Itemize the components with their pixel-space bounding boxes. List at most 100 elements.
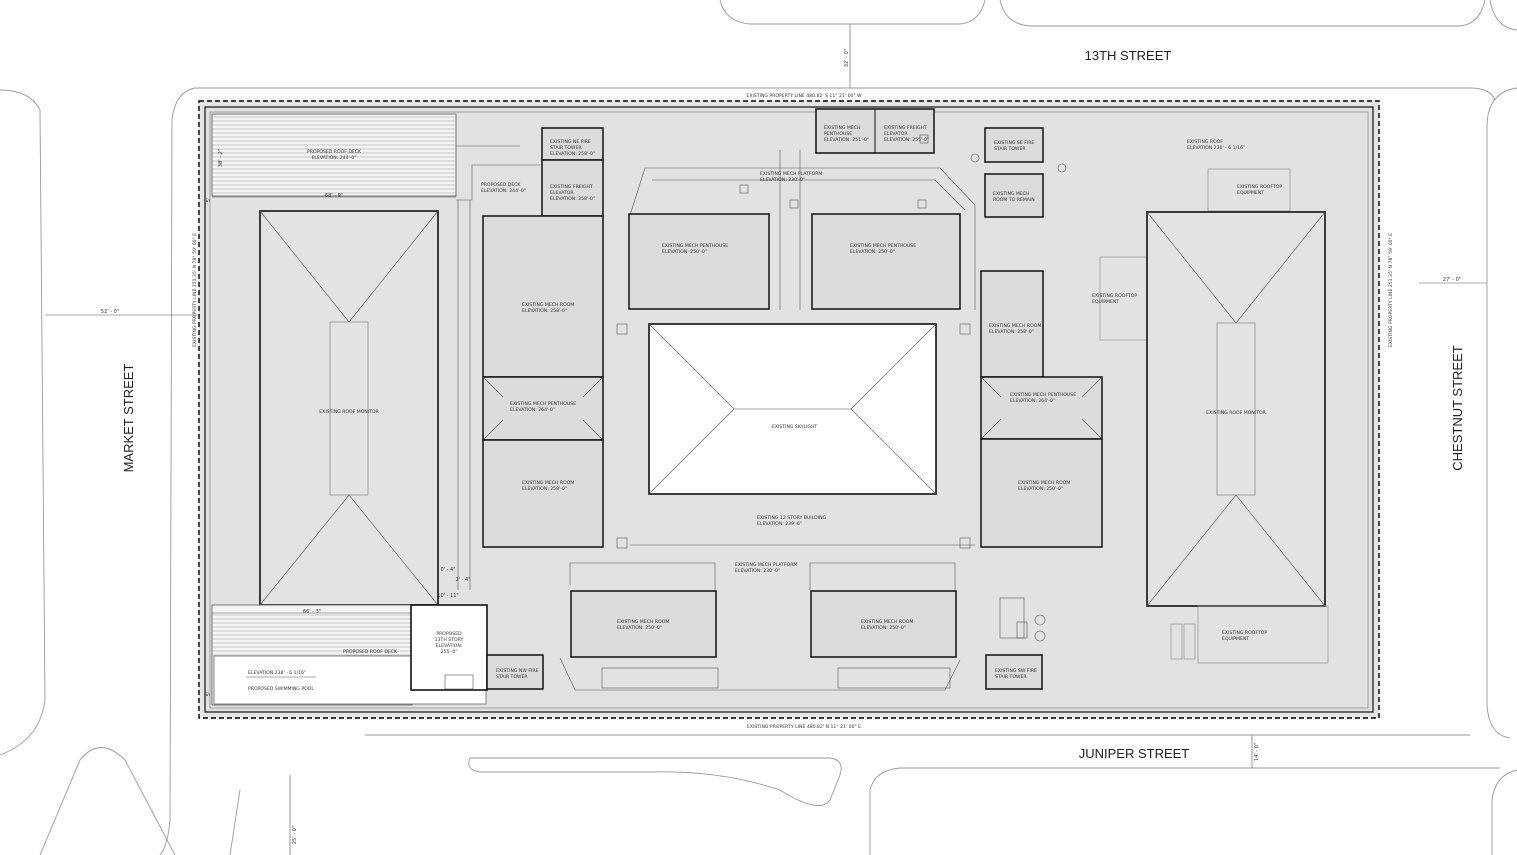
existing-freight-elevator-nw: EXISTING FREIGHT ELEVATOR ELEVATION: 258… (541, 159, 604, 217)
svg-text:EXISTING MECH: EXISTING MECH (993, 191, 1029, 197)
svg-text:EXISTING 12 STORY BUILDING: EXISTING 12 STORY BUILDING (757, 515, 827, 521)
svg-text:EXISTING SKYLIGHT: EXISTING SKYLIGHT (772, 424, 817, 430)
existing-mech-room-e1: EXISTING MECH ROOM ELEVATION: 258'-0" (980, 270, 1044, 378)
svg-text:ELEVATION:: ELEVATION: (436, 643, 463, 649)
svg-text:10' - 11": 10' - 11" (437, 593, 458, 599)
svg-text:EQUIPMENT: EQUIPMENT (1237, 190, 1264, 196)
misc-dimensions: 0' - 4" 2' - 4" 10' - 11" 38' - 2" 5' 5' (206, 149, 471, 696)
svg-text:PENTHOUSE: PENTHOUSE (824, 131, 852, 137)
svg-text:PROPOSED ROOF DECK: PROPOSED ROOF DECK (343, 649, 398, 655)
svg-text:25' - 0": 25' - 0" (292, 826, 298, 844)
svg-text:EXISTING ROOFTOP: EXISTING ROOFTOP (1092, 293, 1137, 299)
property-line-west: EXISTING PROPERTY LINE 251.35' N 78° 59'… (192, 233, 198, 347)
svg-text:ELEVATION: 264'-0": ELEVATION: 264'-0" (1010, 398, 1055, 404)
street-juniper: JUNIPER STREET (1079, 746, 1190, 761)
existing-se-fire-stair-tower: EXISTING SE FIRE STAIR TOWER (984, 127, 1044, 163)
svg-text:EXISTING SW FIRE: EXISTING SW FIRE (995, 668, 1037, 674)
svg-text:ELEVATION: 250'-0": ELEVATION: 250'-0" (861, 625, 906, 631)
existing-mech-penthouse-n1: EXISTING MECH PENTHOUSE ELEVATION: 250'-… (628, 213, 770, 310)
street-dimensions: 52' - 0" 27' - 0" 32' - 0" 14' - 0" 25' … (45, 24, 1487, 855)
svg-text:ELEVATION: 258'-0": ELEVATION: 258'-0" (550, 151, 595, 157)
existing-12-story-building: EXISTING 12 STORY BUILDING ELEVATION: 23… (630, 515, 975, 546)
property-line-south: EXISTING PROPERTY LINE 480.82' N 11° 21'… (747, 724, 861, 730)
svg-text:ELEVATION: 230'-0": ELEVATION: 230'-0" (760, 177, 805, 183)
svg-text:5': 5' (206, 692, 212, 697)
existing-skylight: EXISTING SKYLIGHT (648, 323, 937, 495)
existing-sw-fire-stair-tower: EXISTING SW FIRE STAIR TOWER (985, 654, 1043, 690)
svg-text:ELEVATION: 258'-0": ELEVATION: 258'-0" (522, 308, 567, 314)
existing-mech-platform-south: EXISTING MECH PLATFORM ELEVATION: 230'-0… (559, 562, 961, 691)
street-chestnut: CHESTNUT STREET (1450, 345, 1465, 470)
existing-mech-room-s1: EXISTING MECH ROOM ELEVATION: 250'-0" (570, 590, 717, 658)
svg-text:STAIR TOWER: STAIR TOWER (994, 146, 1026, 152)
svg-text:5': 5' (206, 198, 212, 203)
property-line-north: EXISTING PROPERTY LINE 480.82' S 11° 21'… (746, 93, 862, 99)
existing-mech-platform-north: EXISTING MECH PLATFORM ELEVATION: 230'-0… (629, 150, 976, 310)
svg-text:EXISTING MECH ROOM: EXISTING MECH ROOM (861, 619, 913, 625)
svg-text:ELEVATION: 250'-0": ELEVATION: 250'-0" (617, 625, 662, 631)
svg-text:STAIR TOWER: STAIR TOWER (550, 145, 582, 151)
existing-mech-penthouse-n2: EXISTING MECH PENTHOUSE ELEVATION: 250'-… (811, 213, 961, 310)
svg-text:27' - 0": 27' - 0" (1443, 277, 1461, 283)
svg-text:255'-0": 255'-0" (441, 649, 458, 655)
existing-mech-penthouse-top: EXISTING MECH PENTHOUSE ELEVATION: 251'-… (815, 108, 935, 154)
svg-text:32' - 0": 32' - 0" (844, 49, 850, 67)
existing-rooftop-equipment-3: EXISTING ROOFTOP EQUIPMENT (1170, 605, 1329, 664)
svg-text:EXISTING MECH: EXISTING MECH (824, 125, 860, 131)
svg-text:EXISTING MECH ROOM: EXISTING MECH ROOM (989, 323, 1041, 329)
existing-roof-monitor-east: EXISTING ROOF MONITOR (1146, 211, 1326, 607)
svg-text:14' - 0": 14' - 0" (1254, 743, 1260, 761)
existing-mech-penthouse-e: EXISTING MECH PENTHOUSE ELEVATION: 264'-… (980, 376, 1103, 440)
proposed-deck-path: PROPOSED DECK ELEVATION: 244'-0" (456, 164, 540, 590)
svg-text:EXISTING MECH PENTHOUSE: EXISTING MECH PENTHOUSE (1010, 392, 1076, 398)
svg-text:13TH STORY: 13TH STORY (435, 637, 464, 643)
svg-text:EXISTING MECH PENTHOUSE: EXISTING MECH PENTHOUSE (662, 243, 728, 249)
svg-text:ELEVATION 238' - 6 1/16": ELEVATION 238' - 6 1/16" (248, 670, 306, 676)
svg-text:EXISTING MECH ROOM: EXISTING MECH ROOM (522, 480, 574, 486)
svg-text:ELEVATION 230' - 6 1/16": ELEVATION 230' - 6 1/16" (1187, 145, 1245, 151)
existing-mech-room-e2: EXISTING MECH ROOM ELEVATION: 250'-0" (980, 438, 1103, 548)
svg-text:EXISTING MECH PLATFORM: EXISTING MECH PLATFORM (735, 562, 797, 568)
street-13th: 13TH STREET (1085, 48, 1172, 63)
existing-ne-fire-stair-tower: EXISTING NE FIRE STAIR TOWER ELEVATION: … (541, 127, 604, 161)
svg-text:EXISTING MECH ROOM: EXISTING MECH ROOM (1018, 480, 1070, 486)
svg-text:66' - 3": 66' - 3" (303, 609, 321, 615)
svg-text:2' - 4": 2' - 4" (455, 577, 470, 583)
svg-text:EXISTING MECH PENTHOUSE: EXISTING MECH PENTHOUSE (850, 243, 916, 249)
svg-text:EXISTING NE FIRE: EXISTING NE FIRE (550, 139, 591, 145)
svg-text:ELEVATION: 230'-0": ELEVATION: 230'-0" (735, 568, 780, 574)
svg-text:EXISTING FREIGHT: EXISTING FREIGHT (884, 125, 927, 131)
svg-text:ELEVATION: 258'-0": ELEVATION: 258'-0" (989, 329, 1034, 335)
svg-text:ROOM TO REMAIN: ROOM TO REMAIN (993, 197, 1035, 203)
svg-text:PROPOSED ROOF DECK: PROPOSED ROOF DECK (307, 149, 362, 155)
svg-text:EQUIPMENT: EQUIPMENT (1222, 636, 1249, 642)
property-line-east: EXISTING PROPERTY LINE 251.35' N 78° 59'… (1388, 233, 1394, 347)
svg-text:ELEVATION: 244'-0": ELEVATION: 244'-0" (481, 188, 526, 194)
svg-text:STAIR TOWER: STAIR TOWER (995, 674, 1027, 680)
svg-text:EXISTING MECH ROOM: EXISTING MECH ROOM (522, 302, 574, 308)
svg-text:EXISTING ROOFTOP: EXISTING ROOFTOP (1222, 630, 1267, 636)
svg-text:PROPOSED SWIMMING POOL: PROPOSED SWIMMING POOL (248, 686, 314, 692)
svg-text:EXISTING ROOF MONITOR: EXISTING ROOF MONITOR (319, 409, 379, 415)
svg-text:52' - 0": 52' - 0" (101, 309, 119, 315)
svg-text:ELEVATION: 251'-0": ELEVATION: 251'-0" (824, 137, 869, 143)
svg-text:PROPOSED: PROPOSED (436, 631, 462, 637)
existing-roof-label: EXISTING ROOF ELEVATION 230' - 6 1/16" (1187, 139, 1245, 151)
svg-text:EQUIPMENT: EQUIPMENT (1092, 299, 1119, 305)
proposed-13th-story: PROPOSED 13TH STORY ELEVATION: 255'-0" (410, 604, 488, 691)
svg-text:EXISTING MECH ROOM: EXISTING MECH ROOM (617, 619, 669, 625)
svg-text:ELEVATION: 244'-0": ELEVATION: 244'-0" (312, 155, 357, 161)
svg-text:ELEVATOR: ELEVATOR (884, 131, 908, 137)
svg-text:EXISTING ROOF MONITOR: EXISTING ROOF MONITOR (1206, 410, 1266, 416)
svg-text:ELEVATION: 255'-0": ELEVATION: 255'-0" (884, 137, 929, 143)
proposed-roof-deck-north: PROPOSED ROOF DECK ELEVATION: 244'-0" 68… (211, 113, 520, 199)
existing-mech-room-to-remain: EXISTING MECH ROOM TO REMAIN (984, 173, 1044, 218)
existing-freight-elevator-top: EXISTING FREIGHT ELEVATOR ELEVATION: 255… (884, 125, 929, 143)
svg-text:38' - 2": 38' - 2" (218, 149, 224, 167)
svg-text:68' - 9": 68' - 9" (325, 193, 343, 199)
svg-text:ELEVATION: 264'-0": ELEVATION: 264'-0" (510, 407, 555, 413)
svg-text:ELEVATION: 258'-0": ELEVATION: 258'-0" (550, 196, 595, 202)
svg-text:EXISTING MECH PENTHOUSE: EXISTING MECH PENTHOUSE (510, 401, 576, 407)
